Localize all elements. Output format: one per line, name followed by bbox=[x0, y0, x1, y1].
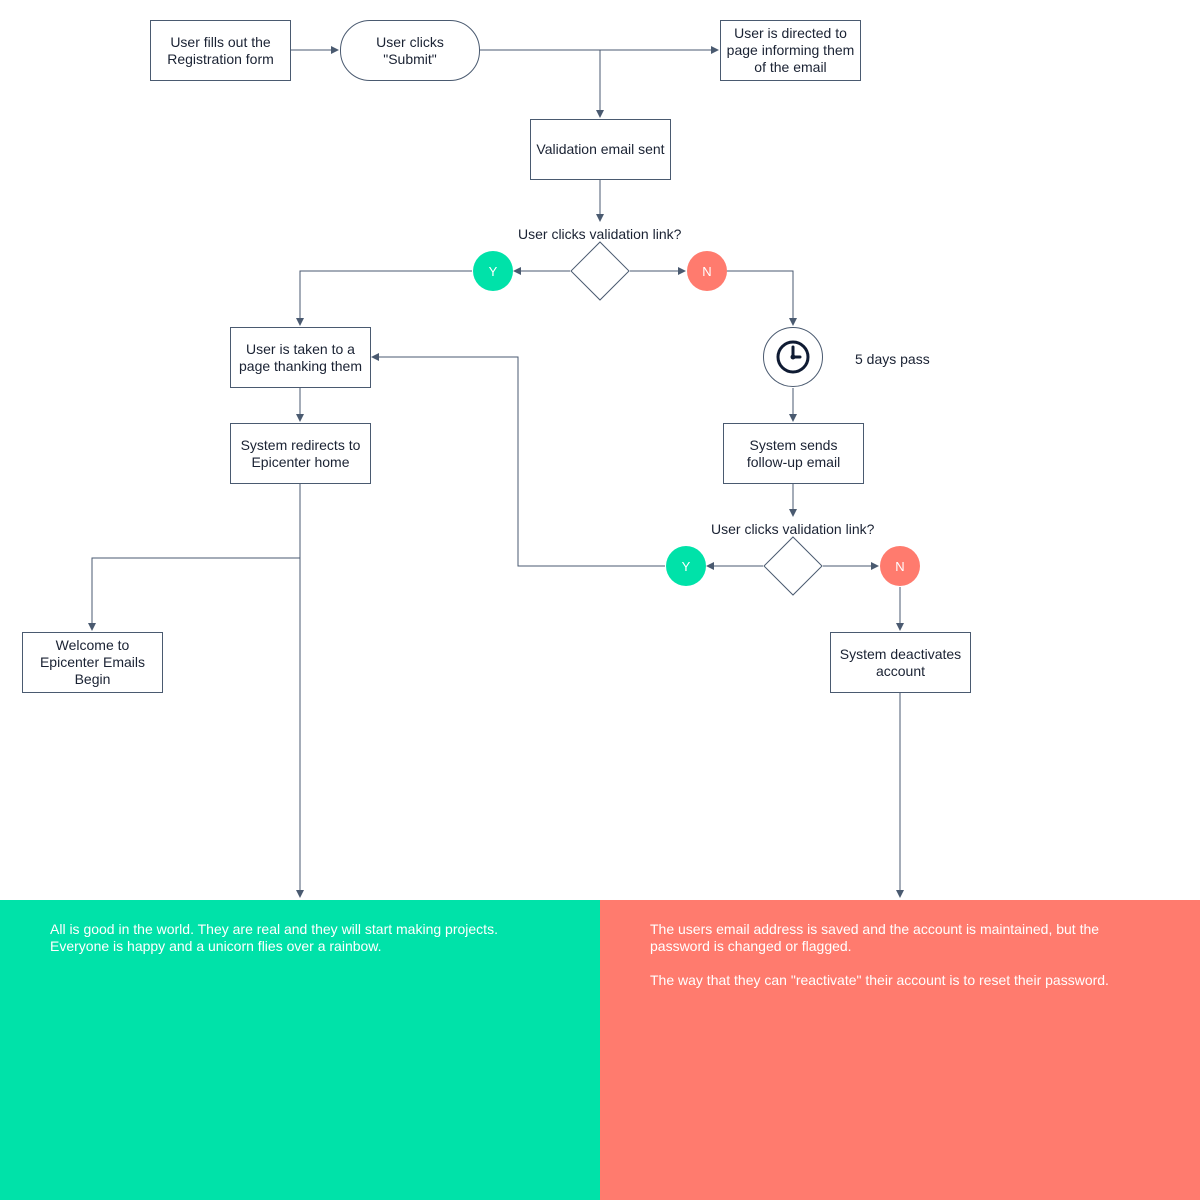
outcome-good-panel: All is good in the world. They are real … bbox=[0, 900, 600, 1200]
node-fill-registration-form: User fills out the Registration form bbox=[150, 20, 291, 81]
node-validation-email-sent: Validation email sent bbox=[530, 119, 671, 180]
node-followup-email: System sends follow-up email bbox=[723, 423, 864, 484]
timer-node bbox=[763, 327, 823, 387]
outcome-bad-text-2: The way that they can "reactivate" their… bbox=[650, 972, 1109, 988]
connector-no1-to-clock bbox=[726, 270, 797, 326]
node-thank-you-page: User is taken to a page thanking them bbox=[230, 327, 371, 388]
outcome-good-text: All is good in the world. They are real … bbox=[50, 921, 498, 954]
node-deactivate-account: System deactivates account bbox=[830, 632, 971, 693]
decision-1-yes-badge: Y bbox=[473, 251, 513, 291]
node-user-clicks-submit: User clicks "Submit" bbox=[340, 20, 480, 81]
decision-1-question: User clicks validation link? bbox=[518, 226, 682, 242]
node-directed-to-email-page: User is directed to page informing them … bbox=[720, 20, 861, 81]
decision-1-no-badge: N bbox=[687, 251, 727, 291]
connector-yes1-to-thank bbox=[296, 270, 472, 326]
timer-label: 5 days pass bbox=[855, 351, 930, 367]
outcome-bad-text-1: The users email address is saved and the… bbox=[650, 921, 1100, 954]
node-welcome-emails: Welcome to Epicenter Emails Begin bbox=[22, 632, 163, 693]
decision-2-yes-badge: Y bbox=[666, 546, 706, 586]
decision-2-no-badge: N bbox=[880, 546, 920, 586]
outcome-bad-panel: The users email address is saved and the… bbox=[600, 900, 1200, 1200]
node-redirect-epicenter-home: System redirects to Epicenter home bbox=[230, 423, 371, 484]
decision-2-question: User clicks validation link? bbox=[711, 521, 875, 537]
clock-icon bbox=[776, 340, 810, 374]
connector-yes2-to-thank bbox=[371, 353, 665, 567]
connector-redirect-to-welcome bbox=[88, 557, 300, 631]
